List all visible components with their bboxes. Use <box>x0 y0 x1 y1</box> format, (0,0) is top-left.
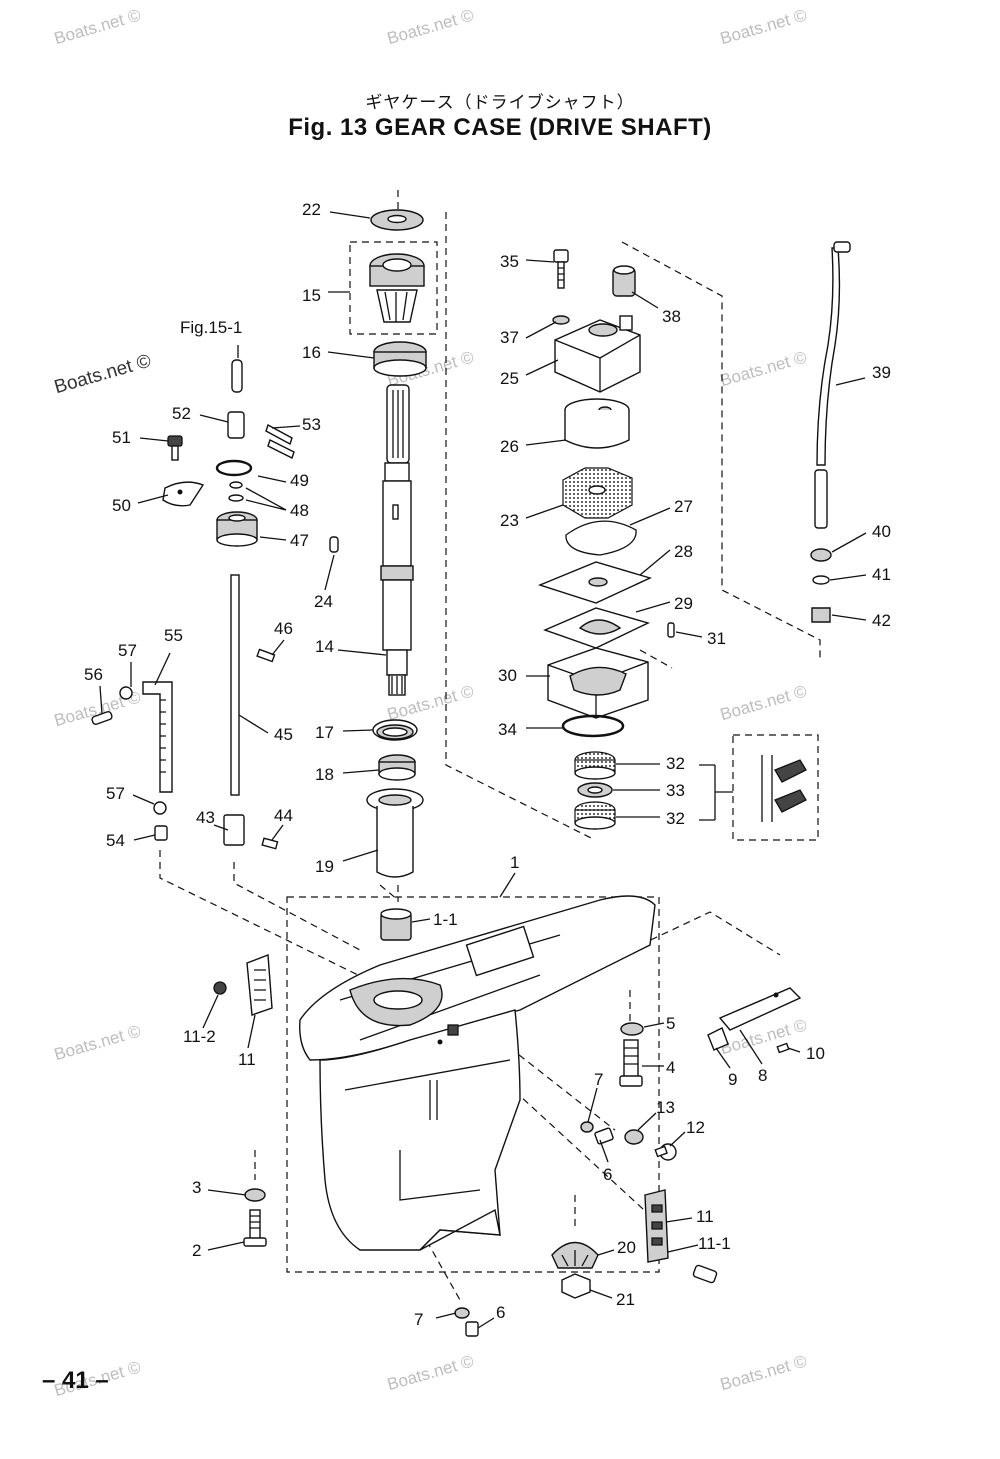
callout-21: 21 <box>616 1290 635 1309</box>
callout-22: 22 <box>302 200 321 219</box>
callout-38: 38 <box>662 307 681 326</box>
callout-49: 49 <box>290 471 309 490</box>
callout-31: 31 <box>707 629 726 648</box>
callout-29: 29 <box>674 594 693 613</box>
callout-43: 43 <box>196 808 215 827</box>
callout-47: 47 <box>290 531 309 550</box>
callout-20: 20 <box>617 1238 636 1257</box>
callout-26: 26 <box>500 437 519 456</box>
callout-3: 3 <box>192 1178 202 1197</box>
callout-12: 12 <box>686 1118 705 1137</box>
callout-39: 39 <box>872 363 891 382</box>
callout-1: 1 <box>510 853 520 872</box>
page-title: Fig. 13 GEAR CASE (DRIVE SHAFT) <box>288 114 712 141</box>
callout-50: 50 <box>112 496 131 515</box>
japanese-title: ギヤケース（ドライブシャフト） <box>365 93 635 112</box>
page-number: – 41 – <box>42 1367 109 1394</box>
callout-11-2: 11-2 <box>183 1027 216 1046</box>
callout-9: 9 <box>728 1070 738 1089</box>
callout-30: 30 <box>498 666 517 685</box>
callout-17: 17 <box>315 723 334 742</box>
callout-55: 55 <box>164 626 183 645</box>
callout-13: 13 <box>656 1098 675 1117</box>
callout-32: 32 <box>666 754 685 773</box>
water-tube <box>810 241 851 623</box>
callout-32: 32 <box>666 809 685 828</box>
callout-27: 27 <box>674 497 693 516</box>
callout-7: 7 <box>594 1070 604 1089</box>
callout-37: 37 <box>500 328 519 347</box>
callout-19: 19 <box>315 857 334 876</box>
callout-23: 23 <box>500 511 519 530</box>
callout-15: 15 <box>302 286 321 305</box>
callout-2: 2 <box>192 1241 202 1260</box>
callout-46: 46 <box>274 619 293 638</box>
callout-40: 40 <box>872 522 891 541</box>
callout-34: 34 <box>498 720 517 739</box>
callout-10: 10 <box>806 1044 825 1063</box>
callout-18: 18 <box>315 765 334 784</box>
callout-14: 14 <box>315 637 334 656</box>
drive-shaft-stack <box>329 209 427 941</box>
callout-6: 6 <box>603 1165 613 1184</box>
callout-11: 11 <box>238 1050 256 1069</box>
callout-11: 11 <box>696 1207 714 1226</box>
reference-figure-label: Fig.15-1 <box>180 318 243 337</box>
callout-42: 42 <box>872 611 891 630</box>
shift-rod-assembly <box>91 359 295 850</box>
callout-33: 33 <box>666 781 685 800</box>
callout-7: 7 <box>414 1310 424 1329</box>
callout-24: 24 <box>314 592 333 611</box>
callout-44: 44 <box>274 806 293 825</box>
callout-5: 5 <box>666 1014 676 1033</box>
callout-56: 56 <box>84 665 103 684</box>
gear-case-housing <box>213 895 802 1337</box>
callout-51: 51 <box>112 428 131 447</box>
callout-52: 52 <box>172 404 191 423</box>
callout-1-1: 1-1 <box>433 910 458 929</box>
callout-41: 41 <box>872 565 891 584</box>
callout-53: 53 <box>302 415 321 434</box>
callout-28: 28 <box>674 542 693 561</box>
callout-8: 8 <box>758 1066 768 1085</box>
callout-4: 4 <box>666 1058 676 1077</box>
callout-57: 57 <box>118 641 137 660</box>
callout-25: 25 <box>500 369 519 388</box>
leader-lines <box>99 211 867 1329</box>
callout-16: 16 <box>302 343 321 362</box>
callout-48: 48 <box>290 501 309 520</box>
water-pump-stack <box>537 249 807 830</box>
callout-6: 6 <box>496 1303 506 1322</box>
callout-35: 35 <box>500 252 519 271</box>
callout-54: 54 <box>106 831 125 850</box>
callout-11-1: 11-1 <box>698 1234 731 1253</box>
callout-45: 45 <box>274 725 293 744</box>
callout-57: 57 <box>106 784 125 803</box>
